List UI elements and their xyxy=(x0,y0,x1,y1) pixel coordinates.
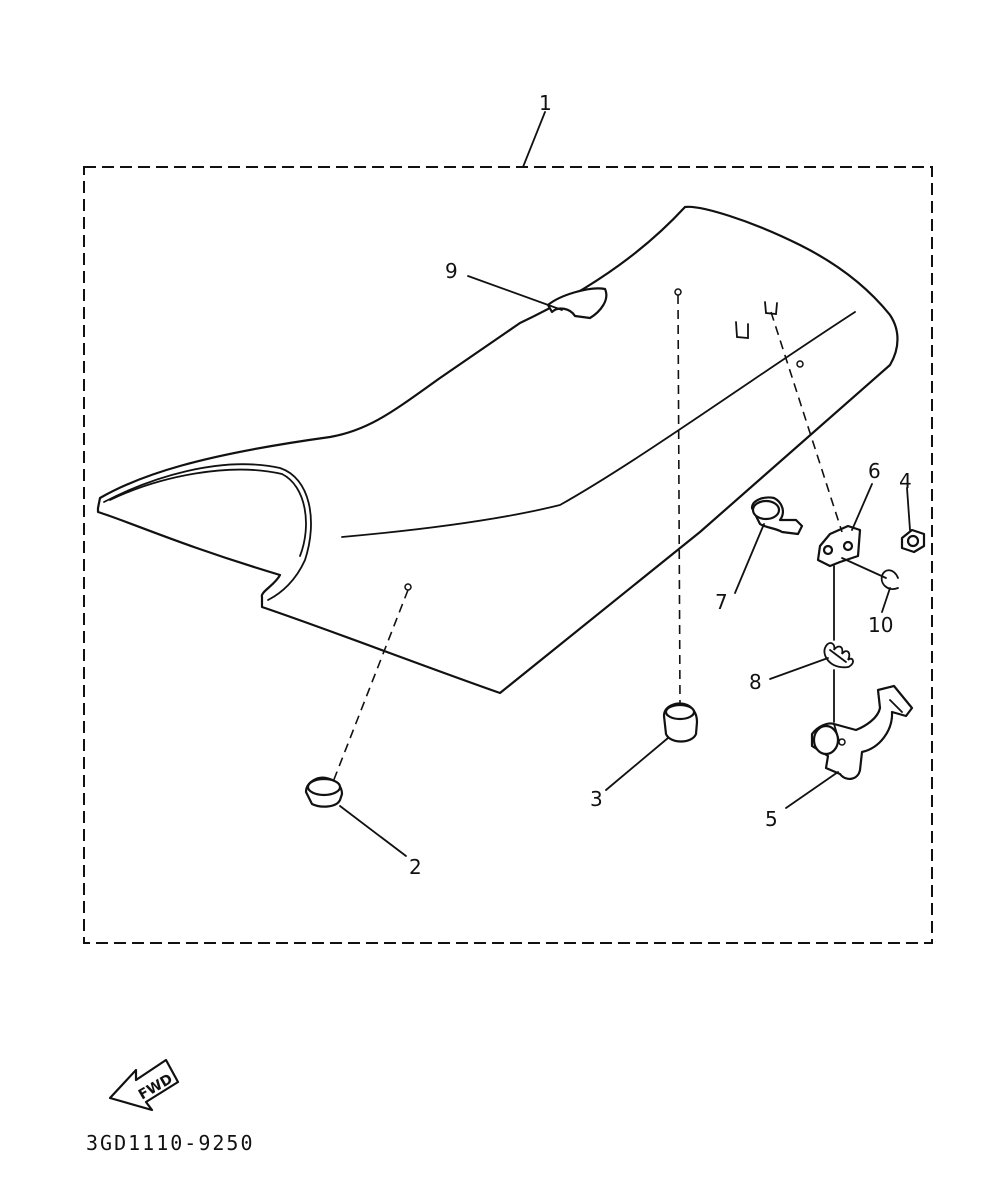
callout-6: 6 xyxy=(868,459,881,483)
part-10-clip xyxy=(880,569,899,590)
callout-4: 4 xyxy=(899,469,912,493)
callout-2: 2 xyxy=(409,855,422,879)
part-4-nut xyxy=(900,528,926,554)
part-8-spring xyxy=(823,642,854,669)
callout-5: 5 xyxy=(765,807,778,831)
part-3-damper xyxy=(662,702,699,743)
callout-10: 10 xyxy=(868,613,893,637)
callout-3: 3 xyxy=(590,787,603,811)
part-6-bracket xyxy=(816,524,862,568)
callout-8: 8 xyxy=(749,670,762,694)
part-2-damper xyxy=(304,776,344,808)
callout-9: 9 xyxy=(445,259,458,283)
callout-1: 1 xyxy=(539,91,552,115)
seat-body xyxy=(96,205,899,695)
leader-lines xyxy=(339,111,911,857)
part-5-seat-lock xyxy=(810,684,914,780)
callout-labels: 1 2 3 4 5 6 7 8 9 10 xyxy=(409,91,912,879)
callout-7: 7 xyxy=(715,590,728,614)
part-7-collar-bolt xyxy=(750,496,804,536)
diagram-part-number: 3GD1110-9250 xyxy=(86,1131,255,1155)
fwd-arrow-icon: FWD xyxy=(108,1058,180,1112)
assembly-frame xyxy=(83,166,933,944)
assembly-lines xyxy=(332,294,887,783)
